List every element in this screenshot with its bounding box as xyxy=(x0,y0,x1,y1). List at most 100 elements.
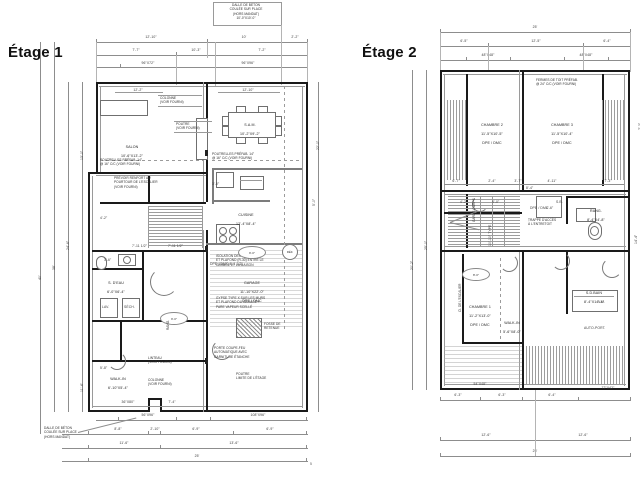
f2-dim-mid-b: 4'-0" xyxy=(492,200,500,204)
note-stair-support: PRÉVOIR RENFORT AU POURTOUR DE L'ESCALIE… xyxy=(114,176,158,189)
f2-note-dpe: DPE / DMC xyxy=(530,206,549,210)
room-garage-name: GARAGE xyxy=(244,280,260,285)
f2-dim-bot1-d: 72"X42" xyxy=(601,386,615,390)
dim-top3-a: 96"X72" xyxy=(141,61,155,65)
note-column-bottom: COLONNE (VOIR FOURNI) xyxy=(148,378,172,387)
note-lintel: LINTEAU (VOIR FOURNI) xyxy=(148,356,172,365)
note-joists-right: POUTRELLES PRÉFAB. 14" @ 16" C/C (VOIR F… xyxy=(212,152,255,161)
f2-note-trusses: FERMES DE TOIT PRÉFAB. @ 24" C/C (VOIR F… xyxy=(536,78,579,87)
dim-right-b: 5'-0" xyxy=(312,198,316,206)
f2-room-chambre3-extra: DPE / DMC xyxy=(552,141,572,146)
bubble-ceiling-height-2: 9'-0" xyxy=(160,312,188,325)
f2-dim-top1-c: 6'-4" xyxy=(603,39,611,43)
room-walkin-1: WALK-IN 6'-10"X5'-4" xyxy=(108,372,128,391)
dim-bot3-d: 6'-9" xyxy=(266,427,274,431)
dim-top3-b: 96"X96" xyxy=(241,61,255,65)
f2-room-sdbain-size: 8'-4"X14'-4" xyxy=(584,300,604,305)
dim-bot3-a: 8'-8" xyxy=(114,427,122,431)
note-fire-door: PORTE COUPE-FEU AUTOMATIQUE AVEC GARNITU… xyxy=(214,346,250,359)
note-slab-bottom: DALLE DE BÉTON COULÉE SUR PLACE (HORS MA… xyxy=(44,426,77,439)
dim-bot3-b: 2'-10" xyxy=(150,427,160,431)
room-sdeau-size: 6'-0"X6'-4" xyxy=(107,290,125,295)
floor2-plan: 25' 6'-5" 12'-5" 6'-4" 48"X48" 48"X48" F… xyxy=(340,0,640,480)
f2-dim-left-b: 20'-2" xyxy=(410,260,414,270)
dim-dpe-dmc: DPE / DMC 4'-1 1/2" xyxy=(210,262,243,266)
f2-dim-bot1-c: 6'-4" xyxy=(548,393,556,397)
room-walkin-1-size: 6'-10"X5'-4" xyxy=(108,386,128,391)
room-cuisine-size: 12'-4"X8'-4" xyxy=(236,222,256,227)
f2-room-chambre3-size: 11'-5"X10'-4" xyxy=(551,132,573,137)
room-walkin-1-name: WALK-IN xyxy=(110,376,126,381)
f2-note-guard: GARDE-CORPS xyxy=(472,198,476,222)
f2-dim-mid-d: 10'-10" TYPE xyxy=(488,224,492,246)
dim-left-b: 24'-6" xyxy=(66,240,70,250)
dim-top2-b: 10'-3" xyxy=(191,48,201,52)
room-salon-name: SALON xyxy=(125,144,139,149)
f2-dim-top1-a: 6'-5" xyxy=(460,39,468,43)
dim-left-a: 13'-0" xyxy=(80,150,84,160)
dim-inner-c: 7'-11 1/2" xyxy=(168,244,184,248)
f2-room-walkin-name: WALK-IN xyxy=(504,320,520,325)
f2-note-vm: V.M. xyxy=(598,300,606,304)
dim-left-c: 38' xyxy=(52,265,56,270)
f2-bubble-height: 8'-0" xyxy=(462,268,490,281)
dim-inner-f: 5'-8" xyxy=(100,366,108,370)
f2-room-chambre3-name: CHAMBRE 3 xyxy=(551,122,573,127)
dim-top-small-a: 12'-2" xyxy=(133,88,143,92)
dim-inner-d: 3'-6" xyxy=(104,258,112,262)
note-beam-top: POUTRE (VOIR FOURNI) xyxy=(176,122,200,131)
f2-dim-bot1-a: 6'-3" xyxy=(454,393,462,397)
bubble-ceiling-height: 9'-0" xyxy=(238,246,266,259)
f2-dim-mid-c: 1'-6" xyxy=(546,206,554,210)
dim-bot2-b: 108"X96" xyxy=(250,413,266,417)
f2-room-chambre1: CHAMBRE 1 11'-2"X13'-0" DPE / DMC xyxy=(469,300,491,328)
dim-left-d: 40' xyxy=(38,275,42,280)
dim-bot1-a: 36"X80" xyxy=(121,400,135,404)
dim-bot-total: 25' xyxy=(194,454,200,458)
room-sam-name: S.A.M. xyxy=(244,122,256,127)
sheet-mark-left: 5 xyxy=(310,462,312,466)
f2-room-sdbain: S.D.BAIN 8'-4"X14'-4" xyxy=(584,286,604,305)
f2-room-chambre2-name: CHAMBRE 2 xyxy=(481,122,503,127)
room-sam: S.A.M. 10'-2"X9'-2" xyxy=(240,118,260,137)
f2-dim-top1-b: 12'-5" xyxy=(531,39,541,43)
dim-inner-b: 7'-11 1/2" xyxy=(132,244,148,248)
f2-dim-right-b: 14'-4" xyxy=(634,234,638,244)
f2-room-chambre1-name: CHAMBRE 1 xyxy=(469,304,491,309)
f2-room-chambre3: CHAMBRE 3 11'-5"X10'-4" DPE / DMC xyxy=(551,118,573,146)
room-cuisine-name: CUISINE xyxy=(238,212,254,217)
f2-room-chambre1-size: 11'-2"X13'-0" xyxy=(469,314,491,319)
f2-dim-bot2-a: 54"X48" xyxy=(473,382,487,386)
room-cuisine: CUISINE 12'-4"X8'-4" xyxy=(236,208,256,227)
floor2-title: Étage 2 xyxy=(362,44,417,61)
dim-left-e: 11'-4" xyxy=(80,383,84,392)
f2-room-rang: RANG. 8'-4"X4'-8" xyxy=(587,204,605,223)
f2-room-chambre2-size: 11'-5"X10'-5" xyxy=(481,132,503,137)
f2-note-stair-rail: CI. DE L'ESCALIER xyxy=(458,283,462,312)
f2-dim-in-a: 6'-7" xyxy=(452,179,460,183)
room-rang-1: RANG. xyxy=(166,319,170,330)
floor1-plan: DALLE DE BÉTON COULÉE SUR PLACE (HORS MA… xyxy=(38,2,320,466)
dim-inner-e: 3'-0" xyxy=(212,182,220,186)
f2-room-sb: S.B. xyxy=(556,200,563,204)
f2-room-chambre2-extra: DPE / DMC xyxy=(482,141,502,146)
room-garage-size: 11'-10"X22'-0" xyxy=(240,290,264,295)
dim-bot1-b: 7'-4" xyxy=(168,400,176,404)
label-laveuse: LAV. xyxy=(102,305,110,309)
room-salon-size: 10'-6"X13'-2" xyxy=(120,154,144,159)
note-sump: FOSSE DE RETENUE xyxy=(264,322,281,331)
dim-top1-b: 10' xyxy=(241,35,247,39)
f2-room-chambre2: CHAMBRE 2 11'-5"X10'-5" DPE / DMC xyxy=(481,118,503,146)
dim-bot3-c: 6'-9" xyxy=(192,427,200,431)
f2-room-rang-size: 8'-4"X4'-8" xyxy=(587,218,605,223)
dim-right-a: 22'-0" xyxy=(316,140,320,150)
f2-dim-top2-b: 48"X48" xyxy=(579,53,593,57)
f2-dim-bot3-a: 12'-6" xyxy=(481,433,491,437)
f2-room-rang-name: RANG. xyxy=(590,208,602,213)
f2-dim-bot3-b: 12'-6" xyxy=(578,433,588,437)
room-sam-size: 10'-2"X9'-2" xyxy=(240,132,260,137)
f2-dim-bot1-b: 6'-3" xyxy=(498,393,506,397)
room-sdeau-name: S. D'EAU xyxy=(108,280,124,285)
f2-note-attic-hatch: TRAPPE D'ACCÈS À L'ENTRETOIT xyxy=(528,218,557,227)
